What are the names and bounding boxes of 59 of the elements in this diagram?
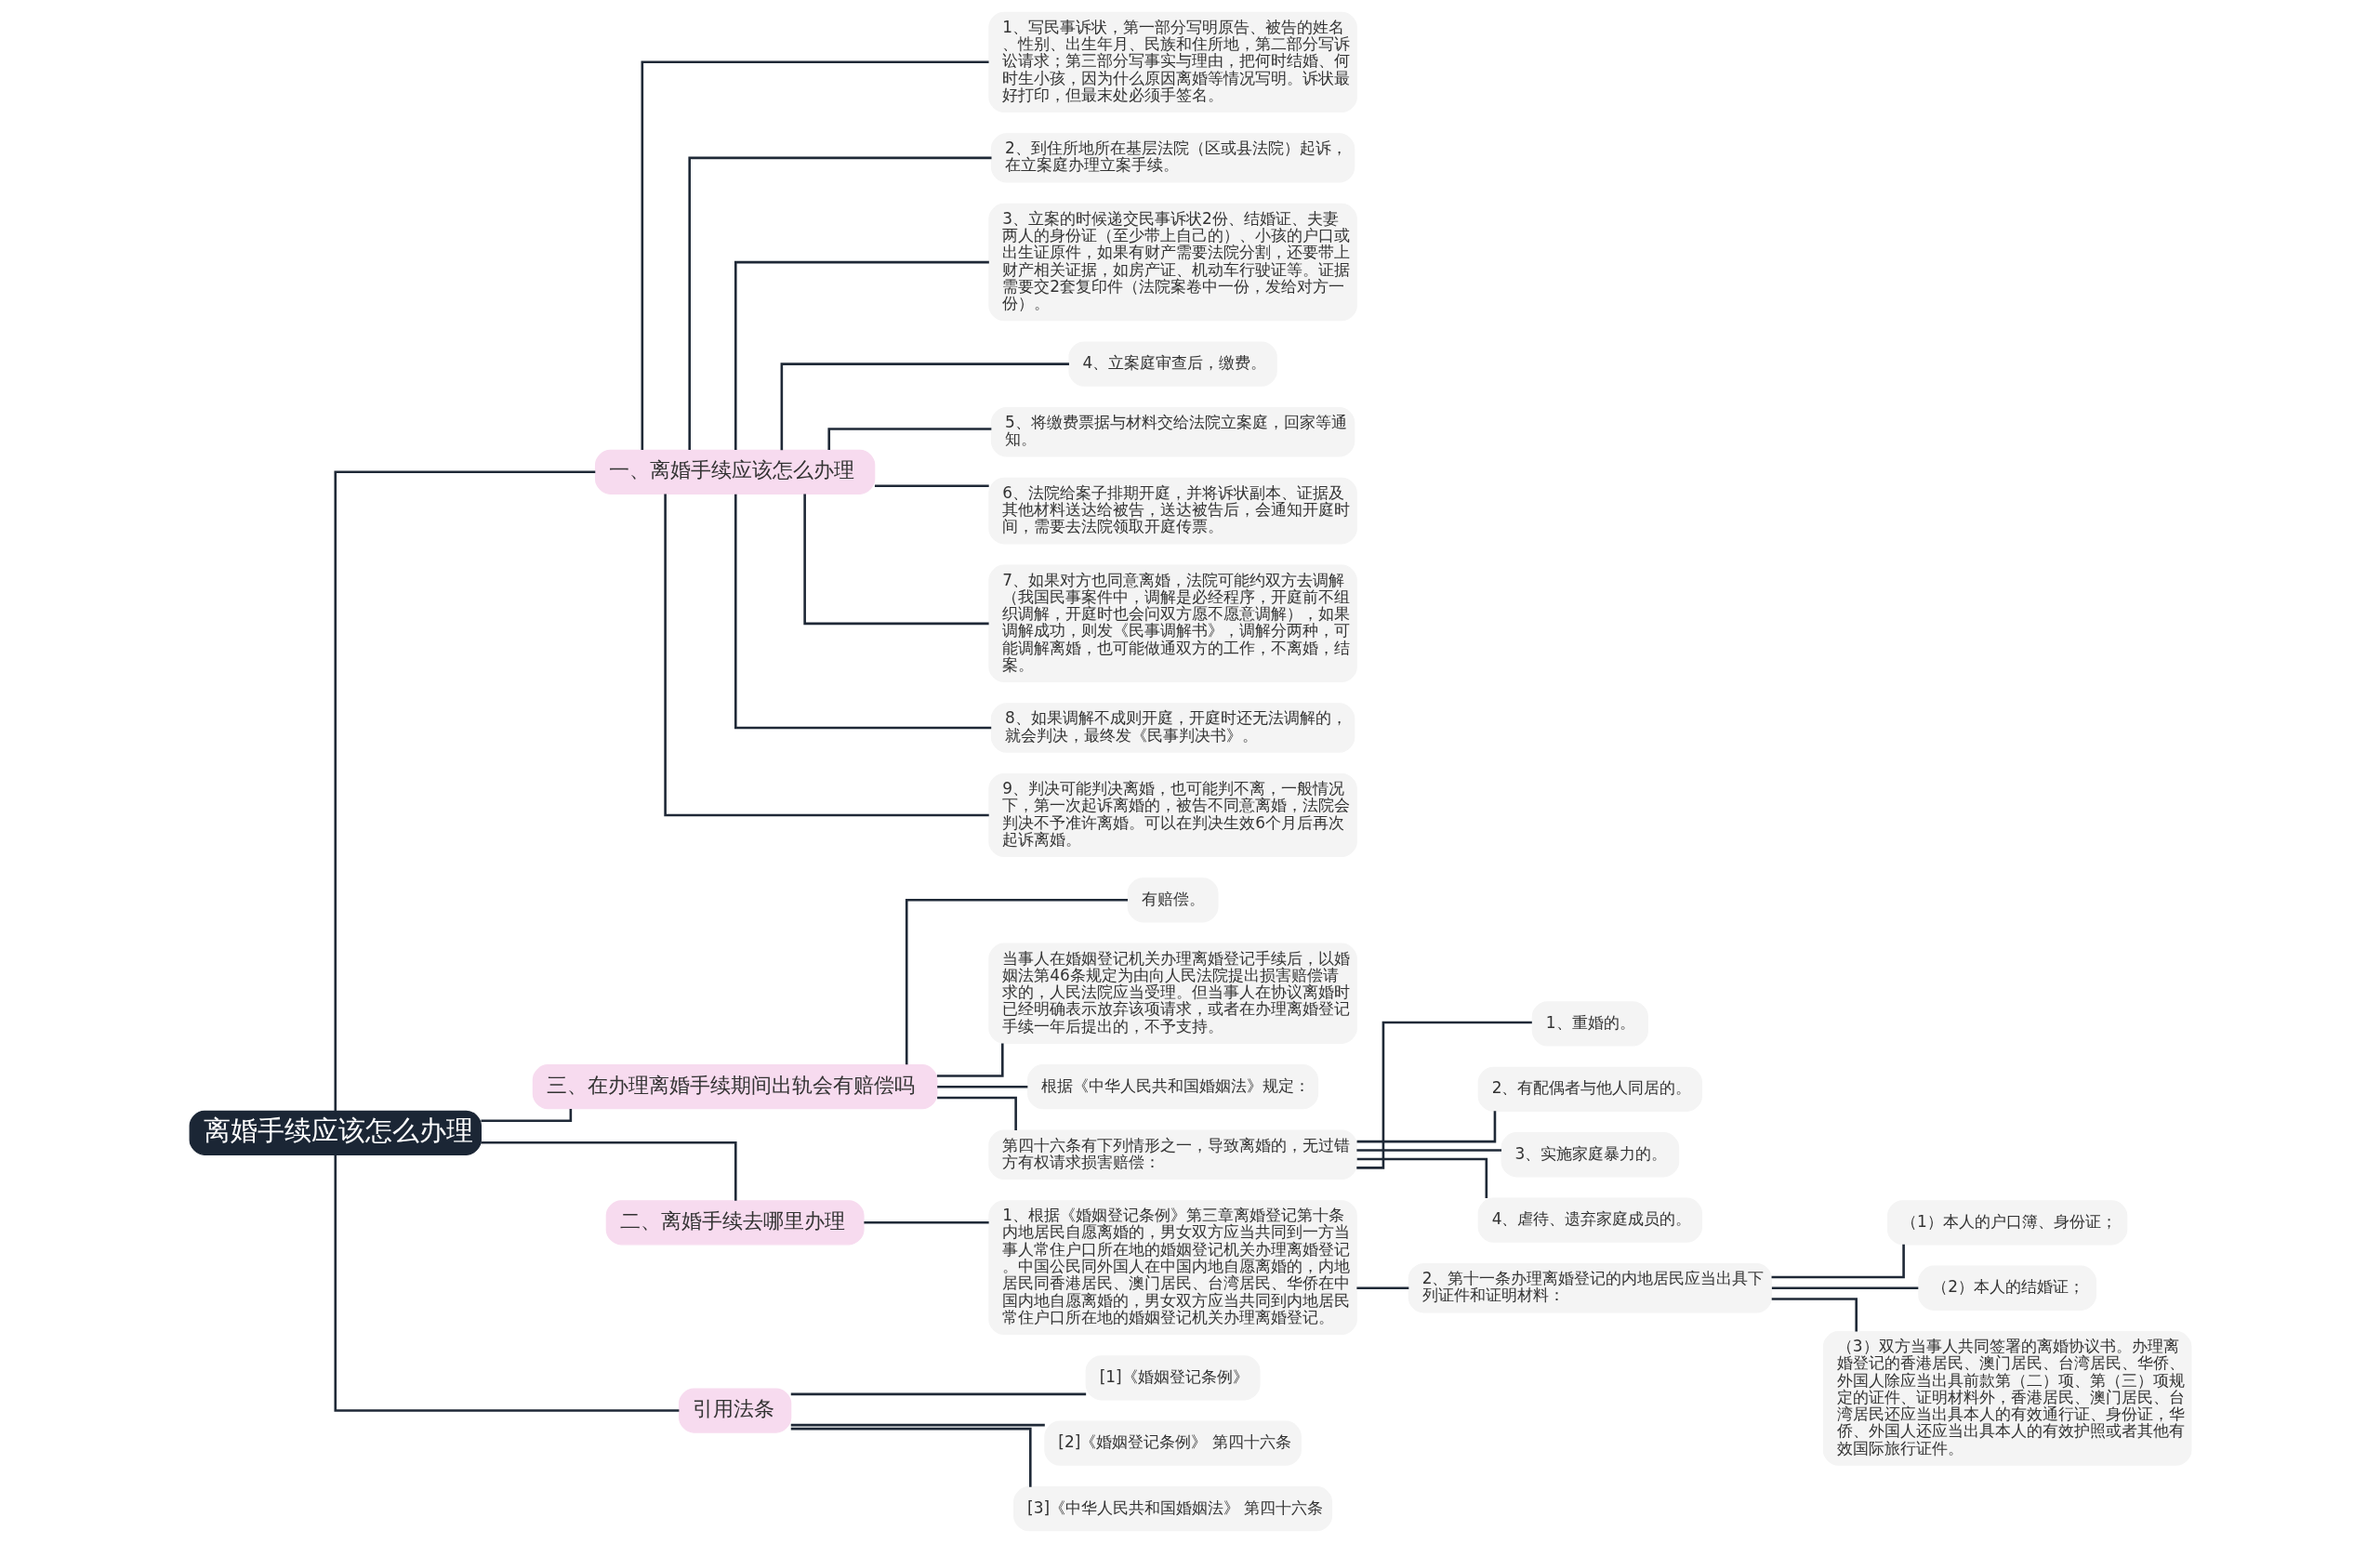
connector — [1356, 1157, 1488, 1198]
connector — [1355, 1286, 1408, 1290]
node-box: 当事人在婚姻登记机关办理离婚登记手续后，以婚姻法第46条规定为由向人民法院提出损害赔偿请求的，人民法院应当受理。但当事人在协议离婚时已经明确表示放弃该项请求，或者在办理离婚登记手续一年后提出的，不予支持。 — [987, 943, 1357, 1044]
node-box: 1、重婚的。 — [1531, 1001, 1648, 1047]
connector — [1771, 1298, 1858, 1332]
node-box: [1]《婚姻登记条例》 — [1085, 1355, 1260, 1401]
node-box: （3）双方当事人共同签署的离婚协议书。办理离婚登记的香港居民、澳门居民、台湾居民、华侨、外国人除应当出具前款第（二）项、第（三）项规定的证件、证明材料外，香港居民、澳门居民、台湾居民还应当出具本人的有效通行证、身份证，华侨、外国人还应当出具本人的有效护照或者其他有效国际旅行证件。 — [1822, 1331, 2191, 1466]
node-box: 根据《中华人民共和国婚姻法》规定： — [1026, 1064, 1318, 1110]
connector — [1771, 1286, 1918, 1290]
connector — [480, 1108, 572, 1123]
connector — [905, 899, 1128, 1065]
connector — [641, 60, 989, 451]
node-box: [2]《婚姻登记条例》 第四十六条 — [1043, 1420, 1302, 1466]
connector — [1355, 1021, 1532, 1169]
node-box: 1、根据《婚姻登记条例》第三章离婚登记第十条内地居民自愿离婚的，男女双方应当共同到一方当事人常住户口所在地的婚姻登记机关办理离婚登记。中国公民同外国人在中国内地自愿离婚的，内地居民同香港居民、澳门居民、台湾居民、华侨在中国内地自愿离婚的，男女双方应当共同到内地居民常住户口所在地的婚姻登记机关办理离婚登记。 — [987, 1200, 1357, 1335]
node-box: 7、如果对方也同意离婚，法院可能约双方去调解（我国民事案件中，调解是必经程序，开庭前不组织调解，开庭时也会问双方愿不愿意调解），如果调解成功，则发《民事调解书》，调解分两种，可能调解离婚，也可能做通双方的工作，不离婚，结案。 — [987, 564, 1357, 683]
node-box: 9、判决可能判决离婚，也可能判不离，一般情况下，第一次起诉离婚的，被告不同意离婚，法院会判决不予准许离婚。可以在判决生效6个月后再次起诉离婚。 — [987, 772, 1357, 857]
connector — [734, 260, 989, 451]
connector — [936, 1096, 1017, 1130]
connector — [663, 494, 989, 817]
node-box: （2）本人的结婚证； — [1917, 1265, 2096, 1311]
node-box: 3、立案的时候递交民事诉状2份、结婚证、夫妻两人的身份证（至少带上自己的）、小孩的户口或出生证原件，如果有财产需要法院分割，还要带上财产相关证据，如房产证、机动车行驶证等。证据需要交2套复印件（法院案卷中一份，发给对方一份）。 — [987, 203, 1357, 322]
node-box: 6、法院给案子排期开庭，并将诉状副本、证据及其他材料送达给被告，送达被告后，会通知开庭时间，需要去法院领取开庭传票。 — [987, 477, 1357, 545]
node-box: 二、离婚手续去哪里办理 — [605, 1200, 865, 1246]
connector — [687, 156, 991, 450]
connector — [1355, 1149, 1501, 1152]
node-box: 5、将缴费票据与材料交给法院立案庭，回家等通知。 — [990, 406, 1355, 457]
node-box: 引用法条 — [678, 1388, 791, 1433]
connector — [333, 1154, 679, 1412]
node-box: 三、在办理离婚手续期间出轨会有赔偿吗 — [532, 1064, 937, 1110]
node-box: 4、立案庭审查后，缴费。 — [1067, 341, 1277, 387]
node-box: 8、如果调解不成则开庭，开庭时还无法调解的，就会判决，最终发《民事判决书》。 — [990, 703, 1355, 753]
node-box: 有赔偿。 — [1127, 877, 1218, 923]
connector — [1356, 1111, 1496, 1143]
connector — [790, 1392, 1086, 1396]
connector — [863, 1221, 989, 1224]
connector — [780, 363, 1069, 451]
node-box: 离婚手续应该怎么办理 — [189, 1110, 482, 1155]
connector — [936, 1043, 1004, 1077]
node-box: （1）本人的户口簿、身份证； — [1886, 1200, 2127, 1246]
connector — [1771, 1244, 1905, 1279]
connector — [936, 1085, 1027, 1088]
node-box: 1、写民事诉状，第一部分写明原告、被告的姓名、性别、出生年月、民族和住所地，第二部分写诉讼请求；第三部分写事实与理由，把何时结婚、何时生小孩，因为什么原因离婚等情况写明。诉状最好打印，但最末处必须手签名。 — [987, 11, 1357, 112]
connector — [480, 1141, 737, 1201]
node-box: 4、虐待、遗弃家庭成员的。 — [1477, 1197, 1702, 1243]
connector — [790, 1427, 1032, 1487]
node-box: 第四十六条有下列情形之一，导致离婚的，无过错方有权请求损害赔偿： — [987, 1129, 1357, 1180]
connector — [826, 428, 991, 451]
node-box: [3]《中华人民共和国婚姻法》 第四十六条 — [1012, 1486, 1332, 1532]
connector — [790, 1423, 1045, 1427]
connector — [734, 494, 991, 730]
node-box: 3、实施家庭暴力的。 — [1501, 1132, 1679, 1178]
node-box: 一、离婚手续应该怎么办理 — [594, 449, 875, 495]
connector — [874, 484, 989, 488]
connector — [802, 494, 989, 626]
node-box: 2、有配偶者与他人同居的。 — [1477, 1066, 1702, 1112]
connector — [333, 470, 595, 1112]
node-box: 2、到住所地所在基层法院（区或县法院）起诉，在立案庭办理立案手续。 — [990, 133, 1355, 183]
node-box: 2、第十一条办理离婚登记的内地居民应当出具下列证件和证明材料： — [1408, 1263, 1772, 1313]
